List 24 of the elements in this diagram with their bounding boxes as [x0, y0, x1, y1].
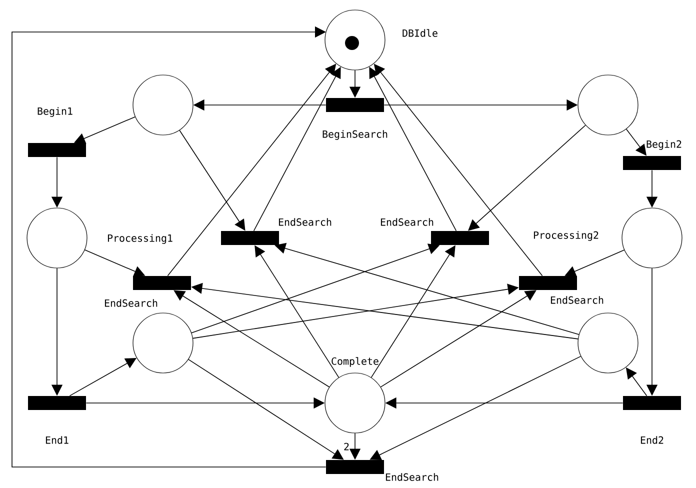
arrow [174, 290, 330, 388]
arrow [188, 359, 344, 460]
arrow [468, 124, 586, 231]
place-label: EndSearch [278, 218, 332, 226]
place-circle [132, 74, 194, 136]
place-label: DBIdle [402, 29, 438, 37]
place-label: Processing2 [534, 231, 598, 241]
place-label: End1 [46, 436, 68, 444]
place-label: Complete [332, 357, 378, 367]
place-circle [578, 74, 638, 136]
place-label: Begin2 [646, 140, 682, 150]
arc-weight: 2 [344, 442, 349, 450]
place-label: EndSearch [104, 299, 158, 307]
place-label: EndSearch [550, 296, 604, 304]
place-circle [578, 312, 638, 374]
place-circle [132, 312, 194, 374]
place-label: End2 [640, 436, 664, 444]
place-label: EndSearch [380, 218, 434, 226]
arrow [380, 290, 536, 388]
place-label: Begin1 [38, 107, 72, 117]
place-label: BeginSearch [322, 130, 388, 140]
arrow [12, 26, 326, 468]
place-label: Processing1 [108, 234, 172, 244]
place-label: EndSearch [386, 473, 438, 481]
